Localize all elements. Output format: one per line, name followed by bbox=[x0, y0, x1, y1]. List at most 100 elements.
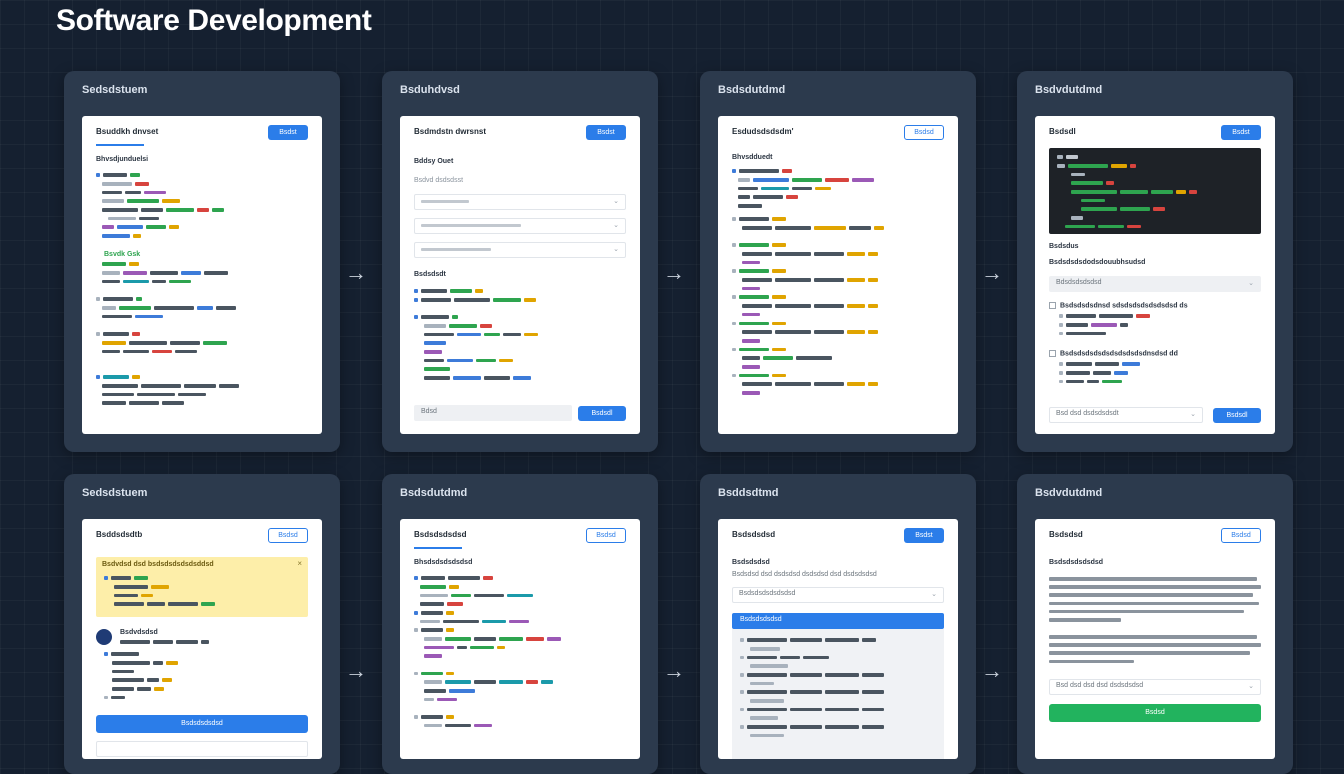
selected-item-label: Bsdsdsdsdsd bbox=[740, 616, 782, 623]
card-title: Bsdsdl bbox=[1049, 127, 1076, 136]
checkbox-group-label[interactable]: Bsdsdsdsdsdsdsdsdsdsdnsdsd dd bbox=[1049, 350, 1178, 357]
primary-button[interactable]: Bsdst bbox=[268, 125, 308, 140]
code-block bbox=[732, 168, 948, 211]
chevron-down-icon: ⌄ bbox=[613, 246, 619, 253]
dropdown-value: Bsdsdsdsdsdsdsd bbox=[739, 590, 796, 597]
close-icon[interactable]: × bbox=[297, 559, 302, 568]
form-field[interactable]: ⌄ bbox=[414, 194, 626, 210]
comment-input[interactable] bbox=[96, 741, 308, 757]
submit-button[interactable]: Bsdsdl bbox=[1213, 408, 1261, 423]
outline-button[interactable]: Bsdsd bbox=[268, 528, 308, 543]
confirm-button[interactable]: Bsdsd bbox=[1049, 704, 1261, 722]
section-title: Bsdsdus bbox=[1049, 243, 1079, 250]
card-title: Bsdmdstn dwrsnst bbox=[414, 127, 487, 136]
step-panel-3: Bsdsdutdmd Esdudsdsdsdm' Bsdsd Bhvsddued… bbox=[700, 71, 976, 452]
footer-select[interactable]: Bsd dsd dsdsdsdsdt ⌄ bbox=[1049, 407, 1203, 423]
panel-label: Sedsdstuem bbox=[82, 487, 148, 499]
file-list bbox=[732, 629, 944, 759]
step-panel-8: Bsdvdutdmd Bsdsdsd Bsdsd Bsdsdsdsdsdsd B… bbox=[1017, 474, 1293, 774]
checkbox[interactable] bbox=[1049, 302, 1056, 309]
form-card: Bsdmdstn dwrsnst Bsdst Bddsy Ouet Bsdvd … bbox=[400, 116, 640, 434]
subtitle: Bsdsdsd dsd dsdsdsd dsdsdsd dsd dsdsdsds… bbox=[732, 571, 877, 578]
primary-button[interactable]: Bsdst bbox=[586, 125, 626, 140]
active-tab-indicator bbox=[414, 547, 462, 549]
section-title: Bhvsdjunduelsi bbox=[96, 156, 149, 163]
code-block bbox=[96, 296, 312, 322]
footer-input-text: Bdsd bbox=[421, 408, 437, 415]
active-tab-indicator bbox=[96, 144, 144, 146]
code-view-card: Bsuddkh dnvset Bsdst Bhvsdjunduelsi Bsvd… bbox=[82, 116, 322, 434]
primary-button[interactable]: Bsdst bbox=[904, 528, 944, 543]
panel-label: Bsdsdutdmd bbox=[400, 487, 468, 499]
subtitle: Bsdvd dsdsdsst bbox=[414, 177, 464, 184]
step-panel-6: Bsdsdutdmd Bsdsdsdsdsd Bsdsd Bhsdsdsdsds… bbox=[382, 474, 658, 774]
code-group-label: Bsvdk Gsk bbox=[104, 251, 141, 258]
checkbox-list bbox=[1059, 313, 1265, 339]
terminal-output bbox=[1049, 148, 1261, 234]
form-field[interactable]: ⌄ bbox=[414, 242, 626, 258]
card-title: Esdudsdsdsdm' bbox=[732, 127, 794, 136]
primary-button[interactable]: Bsdst bbox=[1221, 125, 1261, 140]
panel-label: Sedsdstuem bbox=[82, 84, 148, 96]
chevron-down-icon: ⌄ bbox=[1248, 280, 1254, 287]
arrow-right-icon: → bbox=[663, 658, 685, 683]
dropdown[interactable]: Bdsdsdsdsdsd ⌄ bbox=[1049, 276, 1261, 292]
outline-button[interactable]: Bsdsd bbox=[586, 528, 626, 543]
code-block bbox=[104, 651, 312, 703]
code-block bbox=[96, 331, 312, 357]
chevron-down-icon: ⌄ bbox=[1190, 411, 1196, 418]
footer-select-value: Bsd dsd dsdsdsdsdt bbox=[1056, 410, 1119, 417]
code-block bbox=[414, 627, 630, 731]
step-panel-2: Bsduhdvsd Bsdmdstn dwrsnst Bsdst Bddsy O… bbox=[382, 71, 658, 452]
diff-card: Esdudsdsdsdm' Bsdsd Bhvsdduedt bbox=[718, 116, 958, 434]
text-input[interactable]: Bsd dsd dsd dsd dsdsdsdsd ⌄ bbox=[1049, 679, 1261, 695]
primary-wide-button[interactable]: Bsdsdsdsdsd bbox=[96, 715, 308, 733]
paragraph bbox=[1049, 635, 1261, 668]
card-title: Bsuddkh dnvset bbox=[96, 127, 159, 136]
step-panel-7: Bsddsdtmd Bsdsdsdsd Bsdst Bsdsdsdsd Bsds… bbox=[700, 474, 976, 774]
outline-button[interactable]: Bsdsd bbox=[1221, 528, 1261, 543]
card-title: Bsdsdsdsd bbox=[732, 530, 776, 539]
code-block bbox=[96, 374, 312, 409]
section-title: Bsdsdsdsdsdsd bbox=[1049, 559, 1104, 566]
warning-alert: Bsdvdsd dsd bsdsdsdsdsdsddsd × bbox=[96, 557, 308, 617]
text-input-value: Bsd dsd dsd dsd dsdsdsdsd bbox=[1056, 682, 1144, 689]
summary-card: Bsdsdsd Bsdsd Bsdsdsdsdsdsd Bsd dsd dsd … bbox=[1035, 519, 1275, 759]
section-title: Bhvsdduedt bbox=[732, 154, 773, 161]
outline-button[interactable]: Bsdsd bbox=[904, 125, 944, 140]
submit-button[interactable]: Bsdsdl bbox=[578, 406, 626, 421]
checkbox[interactable] bbox=[1049, 350, 1056, 357]
panel-label: Bsddsdtmd bbox=[718, 487, 779, 499]
arrow-right-icon: → bbox=[345, 658, 367, 683]
section-title: Bsdsdsdsdodsdouubhsudsd bbox=[1049, 259, 1146, 266]
chevron-down-icon: ⌄ bbox=[931, 591, 937, 598]
panel-label: Bsdsdutdmd bbox=[718, 84, 786, 96]
panel-label: Bsdvdutdmd bbox=[1035, 84, 1103, 96]
card-title: Bsdsdsd bbox=[1049, 530, 1083, 539]
form-field[interactable]: ⌄ bbox=[414, 218, 626, 234]
file-list-card: Bsdsdsdsd Bsdst Bsdsdsdsd Bsdsdsd dsd ds… bbox=[718, 519, 958, 759]
code-section-title: Bsdsdsdt bbox=[414, 271, 446, 278]
card-title: Bsdsdsdsdsd bbox=[414, 530, 467, 539]
footer-input[interactable]: Bdsd bbox=[414, 405, 572, 421]
section-title: Bsdsdsdsd bbox=[732, 559, 770, 566]
chevron-down-icon: ⌄ bbox=[613, 198, 619, 205]
chevron-down-icon: ⌄ bbox=[613, 222, 619, 229]
section-title: Bddsy Ouet bbox=[414, 158, 454, 165]
panel-label: Bsduhdvsd bbox=[400, 84, 460, 96]
selected-list-item[interactable]: Bsdsdsdsdsd bbox=[732, 613, 944, 629]
chevron-down-icon: ⌄ bbox=[1248, 683, 1254, 690]
comment-body bbox=[120, 639, 312, 648]
checkbox-group-label[interactable]: Bsdsdsdsdnsd sdsdsdsdsdsdsdsd ds bbox=[1049, 302, 1188, 309]
code-block bbox=[96, 172, 312, 242]
arrow-right-icon: → bbox=[981, 260, 1003, 285]
step-panel-5: Sedsdstuem Bsddsdsdtb Bsdsd Bsdvdsd dsd … bbox=[64, 474, 340, 774]
user-name: Bsdvdsdsd bbox=[120, 629, 158, 636]
alert-card: Bsddsdsdtb Bsdsd Bsdvdsd dsd bsdsdsdsdsd… bbox=[82, 519, 322, 759]
file-list-items bbox=[740, 637, 934, 741]
panel-label: Bsdvdutdmd bbox=[1035, 487, 1103, 499]
search-dropdown[interactable]: Bsdsdsdsdsdsdsd ⌄ bbox=[732, 587, 944, 603]
checkbox-list bbox=[1059, 361, 1265, 387]
code-block bbox=[414, 288, 630, 384]
avatar bbox=[96, 629, 112, 645]
